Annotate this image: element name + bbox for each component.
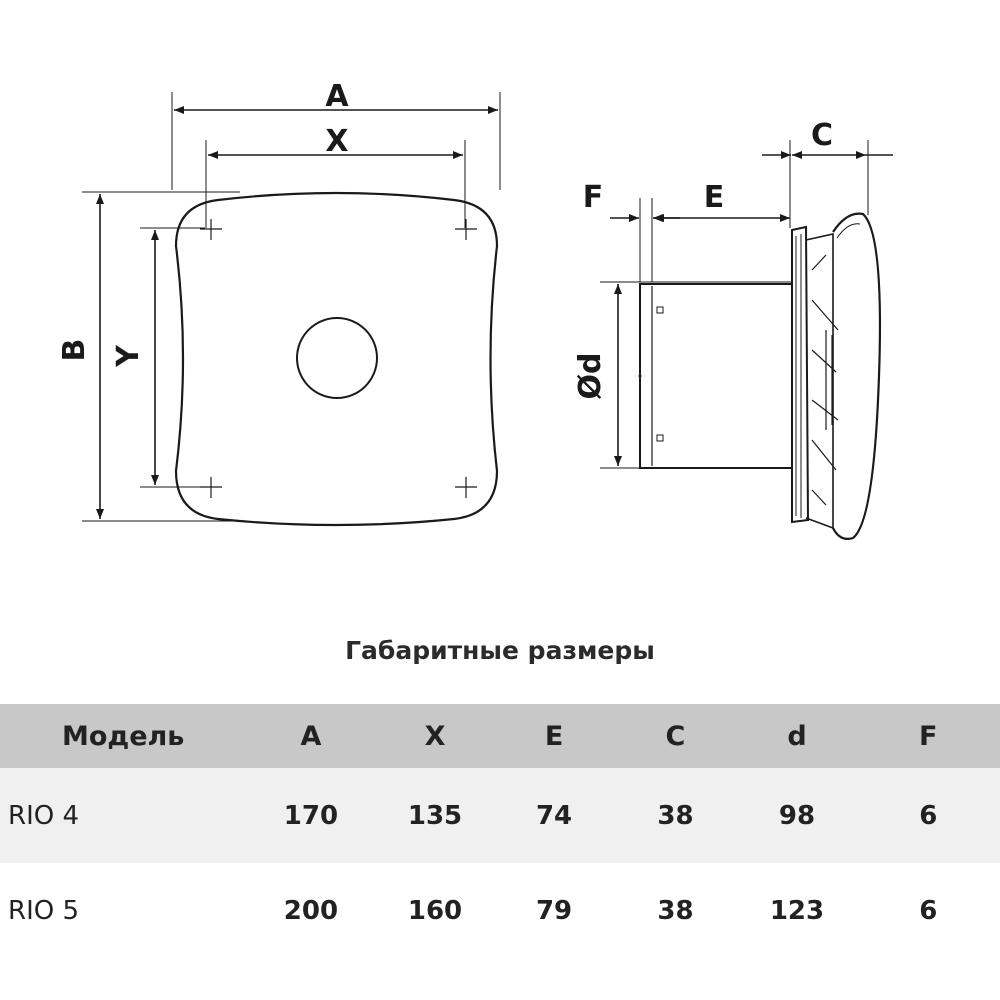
impeller-detail [811, 254, 839, 506]
cell-d: 123 [737, 863, 857, 958]
label-x: X [325, 124, 348, 159]
side-dimension-lines [610, 151, 893, 466]
dimension-drawing: A X B Y C F E Ød [57, 79, 893, 540]
mounting-plate [791, 225, 810, 524]
label-a: A [325, 79, 349, 114]
cell-x: 160 [375, 863, 495, 958]
label-f: F [583, 180, 604, 215]
dimensions-table-title: Габаритные размеры [345, 636, 655, 665]
header-model: Модель [0, 704, 247, 768]
cell-e: 74 [494, 768, 614, 863]
table-header-row: Модель A X E C d F [0, 704, 1000, 768]
table-row: RIO 4 170 135 74 38 98 6 [0, 768, 1000, 863]
header-x: X [375, 704, 495, 768]
front-extension-lines [82, 92, 501, 522]
cell-model: RIO 5 [0, 863, 247, 958]
mounting-hole-marks [200, 219, 477, 498]
label-e: E [704, 180, 725, 215]
cell-d: 98 [737, 768, 857, 863]
fan-housing [805, 233, 834, 530]
header-f: F [856, 704, 1000, 768]
side-view [638, 212, 882, 540]
header-a: A [246, 704, 376, 768]
label-y: Y [111, 344, 146, 368]
cell-e: 79 [494, 863, 614, 958]
cell-a: 200 [246, 863, 376, 958]
front-dimension-lines [96, 106, 498, 519]
cell-model: RIO 4 [0, 768, 247, 863]
front-view [82, 92, 501, 527]
cell-f: 6 [856, 768, 1000, 863]
header-c: C [613, 704, 738, 768]
dimensions-table: Модель A X E C d F RIO 4 170 135 74 38 9… [0, 704, 1000, 958]
label-b: B [57, 339, 92, 362]
header-e: E [494, 704, 614, 768]
cell-c: 38 [613, 768, 738, 863]
cell-a: 170 [246, 768, 376, 863]
cell-c: 38 [613, 863, 738, 958]
cell-x: 135 [375, 768, 495, 863]
center-opening [296, 317, 378, 399]
table-row: RIO 5 200 160 79 38 123 6 [0, 863, 1000, 958]
header-d: d [737, 704, 857, 768]
label-c: C [811, 118, 833, 153]
front-cover-profile [832, 212, 882, 540]
label-d: Ød [573, 353, 608, 400]
front-panel-outline [174, 191, 499, 527]
cell-f: 6 [856, 863, 1000, 958]
